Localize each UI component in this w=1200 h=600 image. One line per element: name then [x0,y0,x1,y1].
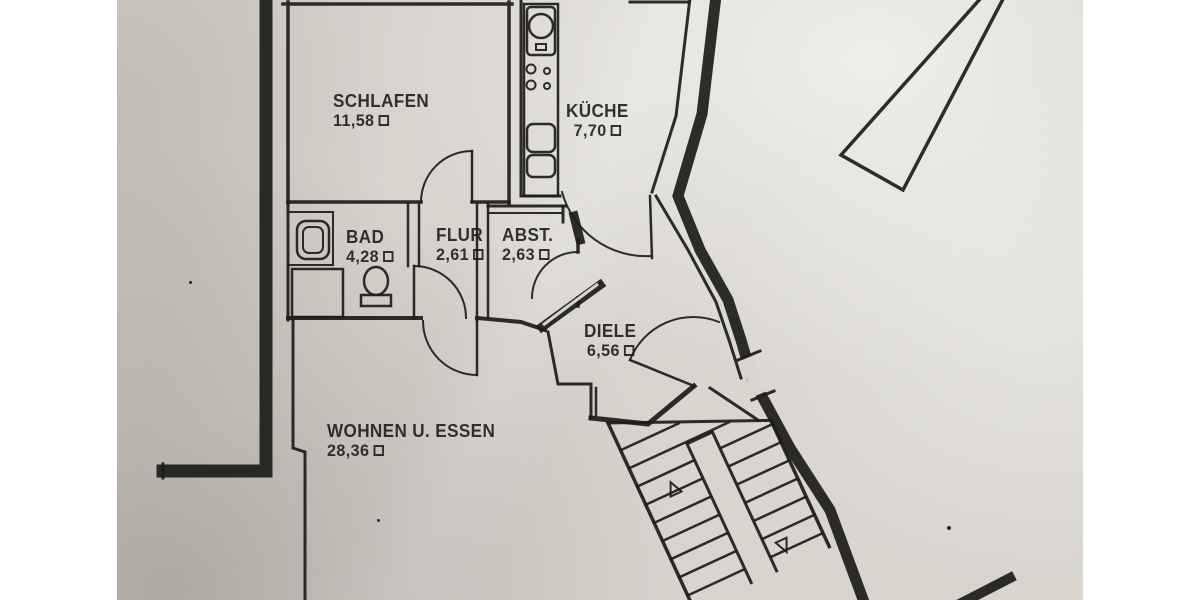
bad-door [412,264,468,320]
room-name: SCHLAFEN [333,91,430,111]
room-name: KÜCHE [566,101,629,121]
staircase [605,418,832,600]
room-schlafen-walls [281,0,514,205]
room-label-wohnen: WOHNEN U. ESSEN 28,36 [327,422,495,459]
room-area: 4,28 [346,248,394,265]
room-area: 6,56 [584,342,636,359]
kitchen-cabinets-icon [525,122,557,179]
entrance-door [628,315,721,388]
square-meter-icon [472,249,484,260]
kitchen-sink-icon [525,5,557,57]
room-bad-walls [286,202,468,322]
exterior-walls [156,0,1017,600]
floor-plan-drawing [156,0,1017,600]
square-meter-icon [378,115,389,126]
stove-burners-icon [525,63,551,91]
square-meter-icon [610,125,621,136]
room-name: ABST. [502,225,554,245]
schlafen-door [419,149,474,204]
room-name: BAD [346,227,385,247]
paper-speck [189,281,192,284]
room-label-bad: BAD 4,28 [346,227,394,265]
room-label-flur: FLUR 2,61 [436,225,484,263]
room-area: 7,70 [566,122,629,139]
room-area: 2,61 [436,246,484,263]
room-kueche-walls [519,0,692,260]
room-name: DIELE [584,321,637,341]
square-meter-icon [623,345,635,356]
abst-door-arc [530,250,580,300]
room-diele-walls [588,193,761,427]
room-name: WOHNEN U. ESSEN [327,421,496,441]
paper-speck [377,519,380,522]
room-area: 11,58 [333,112,429,129]
room-label-abst: ABST. 2,63 [502,226,553,263]
north-wedge-mark-icon [838,0,1005,193]
room-area: 2,63 [502,246,553,263]
washbasin-icon [295,219,331,261]
wohnen-door [421,319,479,377]
paper-photo [117,0,1083,600]
room-label-diele: DIELE 6,56 [584,322,636,359]
room-area: 28,36 [327,442,495,459]
room-name: FLUR [436,225,484,245]
square-meter-icon [538,249,550,260]
stairs-up-arrow-icon [669,480,684,499]
room-flur-walls [421,202,490,377]
toilet-icon [359,265,393,308]
room-label-kueche: KÜCHE 7,70 [566,102,629,139]
paper-speck [947,526,951,530]
square-meter-icon [382,251,394,262]
room-label-schlafen: SCHLAFEN 11,58 [333,92,429,129]
square-meter-icon [373,445,384,456]
shower-tray-icon [290,267,345,319]
stair-middle-stringer [685,430,779,585]
room-wohnen-walls [291,278,607,600]
stairs-down-arrow-icon [773,536,788,555]
